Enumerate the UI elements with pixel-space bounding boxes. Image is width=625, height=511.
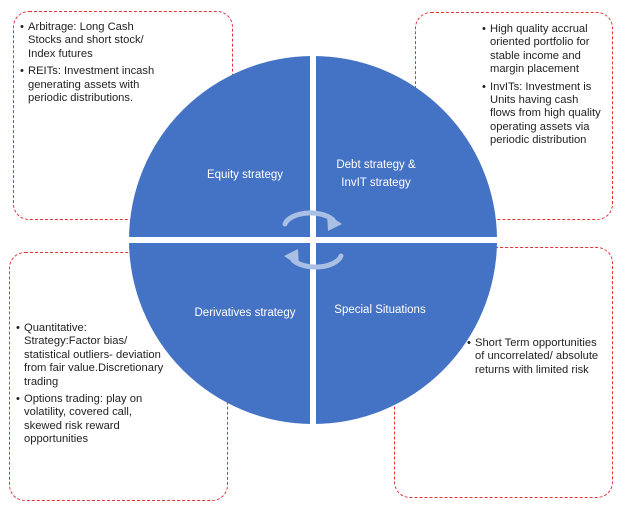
cycle-arrows-icon: [282, 210, 344, 270]
bullet-options-trading: Options trading: play on volatility, cov…: [16, 393, 164, 447]
strategy-circle: [125, 52, 501, 428]
quadrant-special-situations: [313, 240, 497, 424]
label-equity-strategy: Equity strategy: [207, 169, 283, 181]
quadrant-debt-invit: [313, 56, 497, 240]
quadrant-derivatives: [129, 240, 313, 424]
bullet-reits: REITs: Investment incash generating asse…: [20, 65, 170, 105]
bullet-invits: InvITs: Investment is Units having cash …: [482, 81, 606, 148]
label-debt-strategy-line1: Debt strategy &: [336, 159, 416, 171]
label-special-situations: Special Situations: [334, 304, 426, 316]
bullet-quantitative: Quantitative: Strategy:Factor bias/ stat…: [16, 322, 164, 389]
bullet-arbitrage: Arbitrage: Long Cash Stocks and short st…: [20, 21, 170, 61]
quadrant-equity: [129, 56, 313, 240]
bullet-special-situations: Short Term opportunities of uncorrelated…: [467, 337, 609, 377]
label-debt-strategy-line2: InvIT strategy: [341, 177, 411, 189]
bullet-accrual-portfolio: High quality accrual oriented portfolio …: [482, 23, 606, 77]
label-derivatives-strategy: Derivatives strategy: [195, 307, 296, 319]
